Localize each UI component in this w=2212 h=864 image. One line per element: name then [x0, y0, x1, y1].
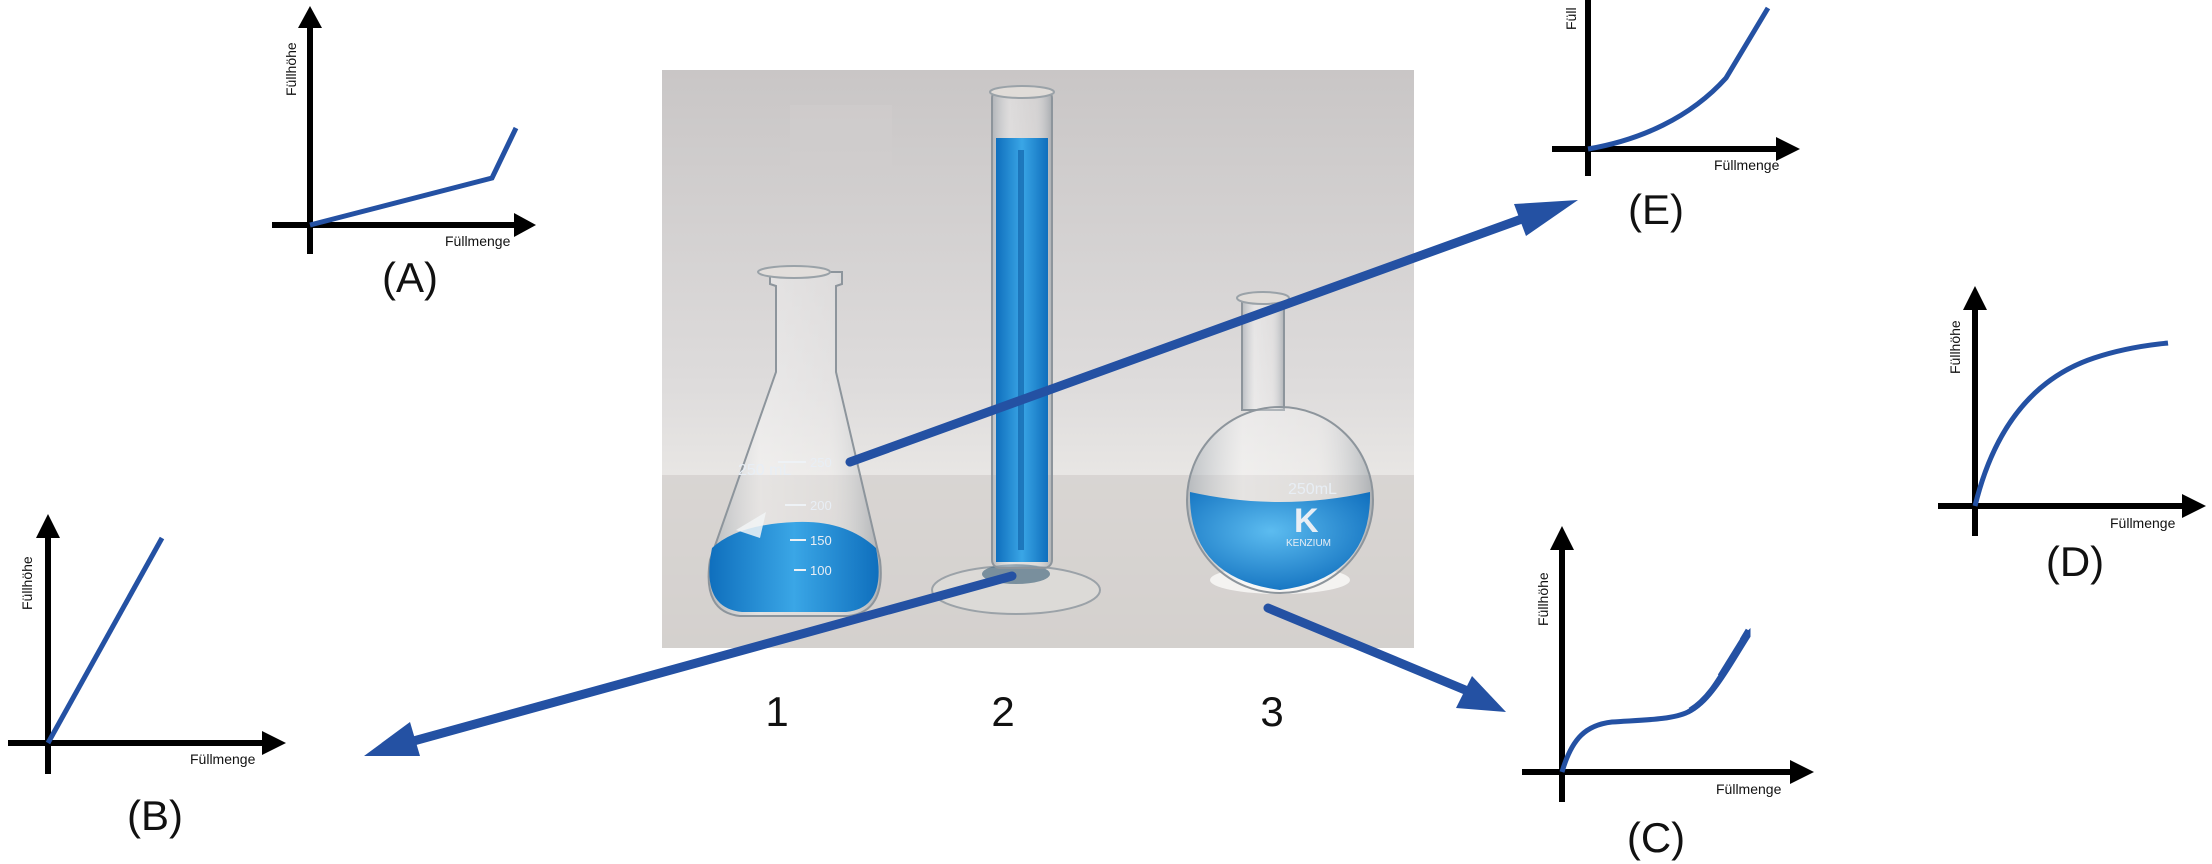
graph-A-x-label: Füllmenge	[445, 233, 511, 249]
graph-C: Füllmenge Füllhöhe (C)	[1522, 526, 1814, 861]
graph-C-label: (C)	[1627, 814, 1685, 861]
round-flask-volume-mark: 250mL	[1288, 481, 1337, 498]
graph-D-x-label: Füllmenge	[2110, 515, 2176, 531]
round-bottom-flask: 250mL K KENZIUM	[1186, 291, 1374, 594]
graduation-100: 100	[810, 563, 832, 578]
erlenmeyer-volume-mark: 250 mL	[738, 462, 791, 479]
graph-A-y-label: Füllhöhe	[283, 42, 299, 96]
vessel-number-1: 1	[765, 688, 788, 735]
graph-B-y-label: Füllhöhe	[19, 556, 35, 610]
graduation-250: 250	[810, 455, 832, 470]
graph-E-label: (E)	[1628, 186, 1684, 233]
vessel-number-3: 3	[1260, 688, 1283, 735]
graph-D-label: (D)	[2046, 538, 2104, 585]
erlenmeyer-flask: 250 mL 250 200 150 100	[707, 265, 882, 617]
graph-A: Füllmenge Füllhöhe (A)	[272, 6, 536, 301]
graph-E-y-label: Füll	[1563, 7, 1579, 30]
vessel-number-2: 2	[991, 688, 1014, 735]
lab-glassware-photo: 250 mL 250 200 150 100 250	[662, 70, 1414, 648]
arrow-roundflask-to-C	[1263, 603, 1506, 712]
arrow-flask1-to-E	[845, 200, 1578, 467]
graph-E-x-label: Füllmenge	[1714, 157, 1780, 173]
graph-C-y-label: Füllhöhe	[1535, 572, 1551, 626]
graph-E: Füllmenge Füll (E)	[1552, 0, 1800, 233]
arrow-cylinder-to-B	[364, 571, 1017, 756]
graph-B-x-label: Füllmenge	[190, 751, 256, 767]
graduation-200: 200	[810, 498, 832, 513]
graph-C-x-label: Füllmenge	[1716, 781, 1782, 797]
graph-B: Füllmenge Füllhöhe (B)	[8, 514, 286, 839]
graph-B-label: (B)	[127, 792, 183, 839]
graduated-cylinder	[931, 85, 1101, 615]
round-flask-logo: K	[1294, 502, 1319, 540]
graduation-150: 150	[810, 533, 832, 548]
graph-A-label: (A)	[382, 254, 438, 301]
graph-D: Füllmenge Füllhöhe (D)	[1938, 286, 2206, 585]
graph-D-y-label: Füllhöhe	[1947, 320, 1963, 374]
round-flask-brand: KENZIUM	[1286, 538, 1331, 549]
